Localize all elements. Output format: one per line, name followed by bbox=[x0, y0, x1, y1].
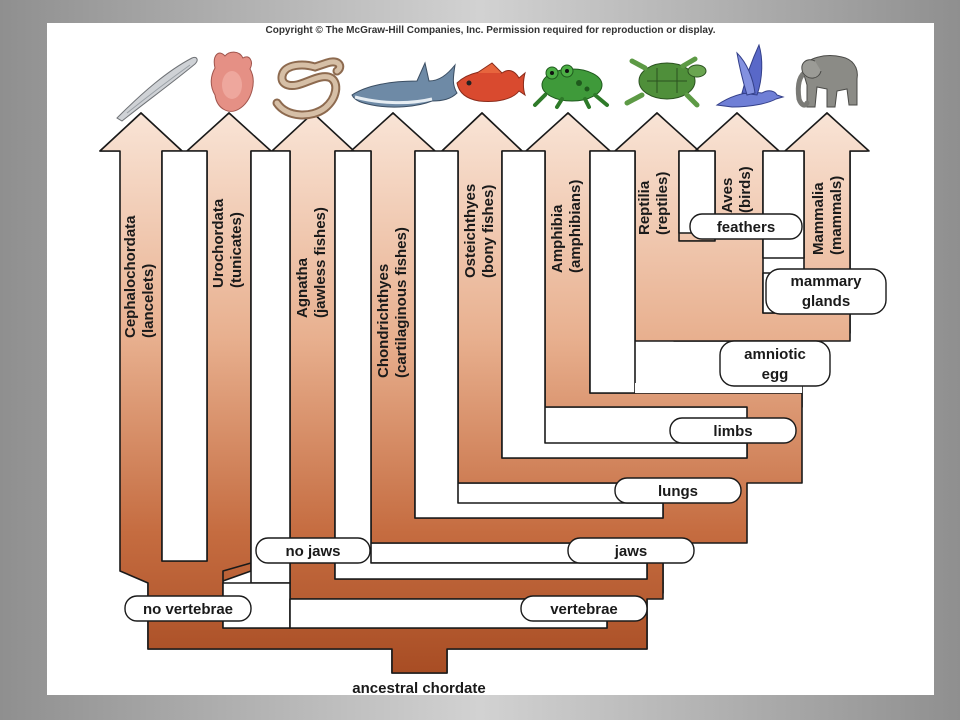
label-agnatha-name: Agnatha bbox=[294, 257, 311, 318]
cladogram: Cephalochordata (lancelets) Urochordata … bbox=[99, 43, 887, 695]
trait-amniotic-egg-line2: egg bbox=[762, 366, 789, 383]
slide: Copyright © The McGraw-Hill Companies, I… bbox=[47, 23, 934, 695]
trait-amniotic-egg-line1: amniotic bbox=[744, 346, 806, 363]
trait-no-vertebrae: no vertebrae bbox=[124, 595, 252, 622]
label-chondrichthyes-name: Chondrichthyes bbox=[375, 264, 392, 378]
trait-labels: no vertebrae vertebrae no jaws jaws lung… bbox=[124, 213, 887, 622]
bird-icon bbox=[715, 43, 785, 108]
lamprey-icon bbox=[272, 57, 345, 120]
label-aves-name: Aves bbox=[719, 178, 736, 213]
trait-no-vertebrae-text: no vertebrae bbox=[143, 601, 233, 618]
root-label: ancestral chordate bbox=[352, 680, 485, 695]
label-agnatha-common: (jawless fishes) bbox=[312, 207, 329, 318]
trait-vertebrae: vertebrae bbox=[520, 595, 648, 622]
label-agnatha: Agnatha (jawless fishes) bbox=[294, 207, 329, 318]
frog-icon bbox=[533, 64, 609, 109]
label-mammalia: Mammalia (mammals) bbox=[810, 176, 845, 255]
bony-fish-icon bbox=[456, 62, 526, 102]
trait-jaws-text: jaws bbox=[614, 543, 648, 560]
lancelet-icon bbox=[116, 57, 198, 122]
turtle-icon bbox=[624, 56, 707, 108]
label-cephalochordata-common: (lancelets) bbox=[140, 264, 157, 338]
trait-mammary-glands-line2: glands bbox=[802, 293, 850, 310]
label-urochordata-name: Urochordata bbox=[210, 198, 227, 288]
label-reptilia: Reptilia (reptiles) bbox=[636, 172, 671, 235]
trait-amniotic-egg: amniotic egg bbox=[719, 340, 831, 387]
trait-vertebrae-text: vertebrae bbox=[550, 601, 618, 618]
trait-mammary-glands-line1: mammary bbox=[791, 273, 863, 290]
label-cephalochordata-name: Cephalochordata bbox=[122, 215, 139, 338]
trait-jaws: jaws bbox=[567, 537, 695, 564]
label-urochordata: Urochordata (tunicates) bbox=[210, 198, 245, 288]
label-cephalochordata: Cephalochordata (lancelets) bbox=[122, 215, 157, 338]
label-osteichthyes-common: (bony fishes) bbox=[480, 185, 497, 278]
root-label-text: ancestral chordate bbox=[352, 680, 485, 695]
label-urochordata-common: (tunicates) bbox=[228, 212, 245, 288]
trait-lungs: lungs bbox=[614, 477, 742, 504]
trait-mammary-glands: mammary glands bbox=[765, 268, 887, 315]
label-amphibia: Amphibia (amphibians) bbox=[549, 180, 584, 273]
trait-lungs-text: lungs bbox=[658, 483, 698, 500]
label-amphibia-name: Amphibia bbox=[549, 204, 566, 273]
trait-limbs-text: limbs bbox=[713, 423, 752, 440]
label-chondrichthyes: Chondrichthyes (cartilaginous fishes) bbox=[375, 227, 410, 378]
tunicate-icon bbox=[210, 51, 254, 112]
label-reptilia-name: Reptilia bbox=[636, 180, 653, 235]
label-osteichthyes: Osteichthyes (bony fishes) bbox=[462, 184, 497, 278]
shark-icon bbox=[351, 61, 458, 108]
trait-feathers: feathers bbox=[689, 213, 803, 240]
trait-no-jaws-text: no jaws bbox=[285, 543, 340, 560]
label-mammalia-common: (mammals) bbox=[828, 176, 845, 255]
label-mammalia-name: Mammalia bbox=[810, 182, 827, 255]
label-aves-common: (birds) bbox=[737, 166, 754, 213]
label-chondrichthyes-common: (cartilaginous fishes) bbox=[393, 227, 410, 378]
label-amphibia-common: (amphibians) bbox=[567, 180, 584, 273]
label-osteichthyes-name: Osteichthyes bbox=[462, 184, 479, 278]
trait-feathers-text: feathers bbox=[717, 219, 775, 236]
elephant-icon bbox=[795, 55, 858, 108]
label-reptilia-common: (reptiles) bbox=[654, 172, 671, 235]
trait-limbs: limbs bbox=[669, 417, 797, 444]
label-aves: Aves (birds) bbox=[719, 166, 754, 213]
copyright-notice: Copyright © The McGraw-Hill Companies, I… bbox=[265, 25, 716, 36]
trait-no-jaws: no jaws bbox=[255, 537, 371, 564]
animal-icons bbox=[116, 43, 858, 122]
group-labels: Cephalochordata (lancelets) Urochordata … bbox=[122, 166, 845, 378]
